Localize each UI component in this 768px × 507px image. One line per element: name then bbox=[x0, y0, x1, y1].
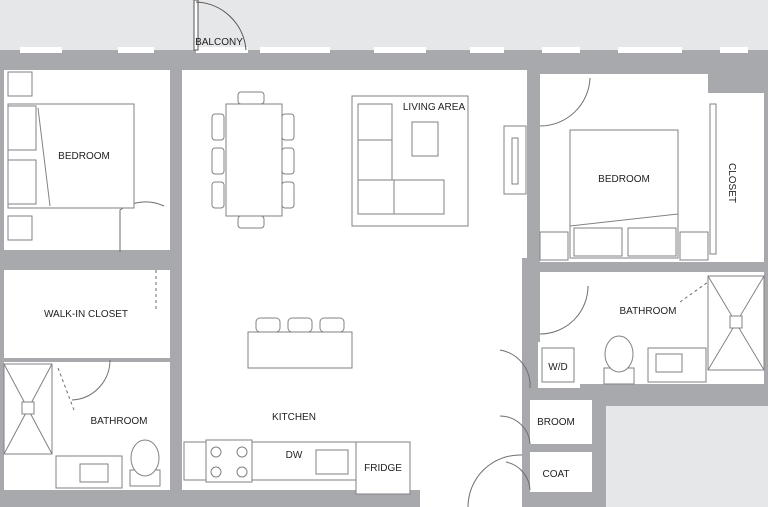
door-bathroom-left bbox=[71, 359, 111, 401]
coffee-table bbox=[411, 121, 439, 157]
nightstand-right-1 bbox=[539, 231, 569, 261]
label-broom: BROOM bbox=[537, 417, 575, 428]
kitchen-island bbox=[247, 331, 353, 369]
closet-shelf bbox=[709, 103, 717, 255]
label-kitchen: KITCHEN bbox=[272, 412, 316, 423]
label-bedroom-left: BEDROOM bbox=[58, 151, 110, 162]
exterior-area bbox=[606, 406, 768, 507]
label-coat: COAT bbox=[542, 469, 569, 480]
door-bathroom-right bbox=[539, 285, 589, 335]
nightstand-left-bottom bbox=[7, 215, 33, 241]
door-broom bbox=[499, 415, 531, 445]
windows bbox=[20, 47, 748, 53]
label-closet: CLOSET bbox=[726, 163, 737, 203]
balcony-door bbox=[193, 0, 247, 51]
floor-closet-right bbox=[708, 93, 764, 262]
pillow-right-2 bbox=[627, 227, 677, 257]
kitchen-sink bbox=[315, 449, 349, 475]
wd-unit bbox=[541, 347, 575, 383]
door-coat bbox=[505, 461, 531, 491]
door-entry bbox=[467, 454, 523, 507]
room-labels: BALCONY BEDROOM LIVING AREA BEDROOM CLOS… bbox=[44, 37, 737, 480]
label-living-area: LIVING AREA bbox=[403, 102, 466, 113]
label-walk-in-closet: WALK-IN CLOSET bbox=[44, 309, 128, 320]
floor-walk-in-closet bbox=[4, 270, 170, 358]
pillow-right-1 bbox=[573, 227, 623, 257]
floor-coat bbox=[530, 452, 592, 492]
pillow-left-1 bbox=[7, 105, 37, 151]
dining-table bbox=[225, 103, 283, 217]
floor-broom bbox=[530, 400, 592, 444]
nightstand-right-2 bbox=[679, 231, 709, 261]
label-bathroom-left: BATHROOM bbox=[90, 416, 147, 427]
label-bathroom-right: BATHROOM bbox=[619, 306, 676, 317]
door-bedroom-right bbox=[539, 77, 591, 127]
label-dw: DW bbox=[286, 450, 303, 461]
label-balcony: BALCONY bbox=[195, 37, 243, 48]
pillow-left-2 bbox=[7, 159, 37, 205]
furniture bbox=[3, 71, 765, 495]
door-wd bbox=[499, 349, 531, 389]
label-bedroom-right: BEDROOM bbox=[598, 174, 650, 185]
door-bedroom-left bbox=[119, 201, 165, 252]
door-swings bbox=[57, 77, 709, 507]
nightstand-left-top bbox=[7, 71, 33, 97]
label-wd: W/D bbox=[548, 362, 567, 373]
sofa-seat bbox=[357, 179, 445, 215]
fridge-box bbox=[355, 441, 411, 495]
label-fridge: FRIDGE bbox=[364, 463, 402, 474]
floor-entry bbox=[420, 440, 522, 507]
